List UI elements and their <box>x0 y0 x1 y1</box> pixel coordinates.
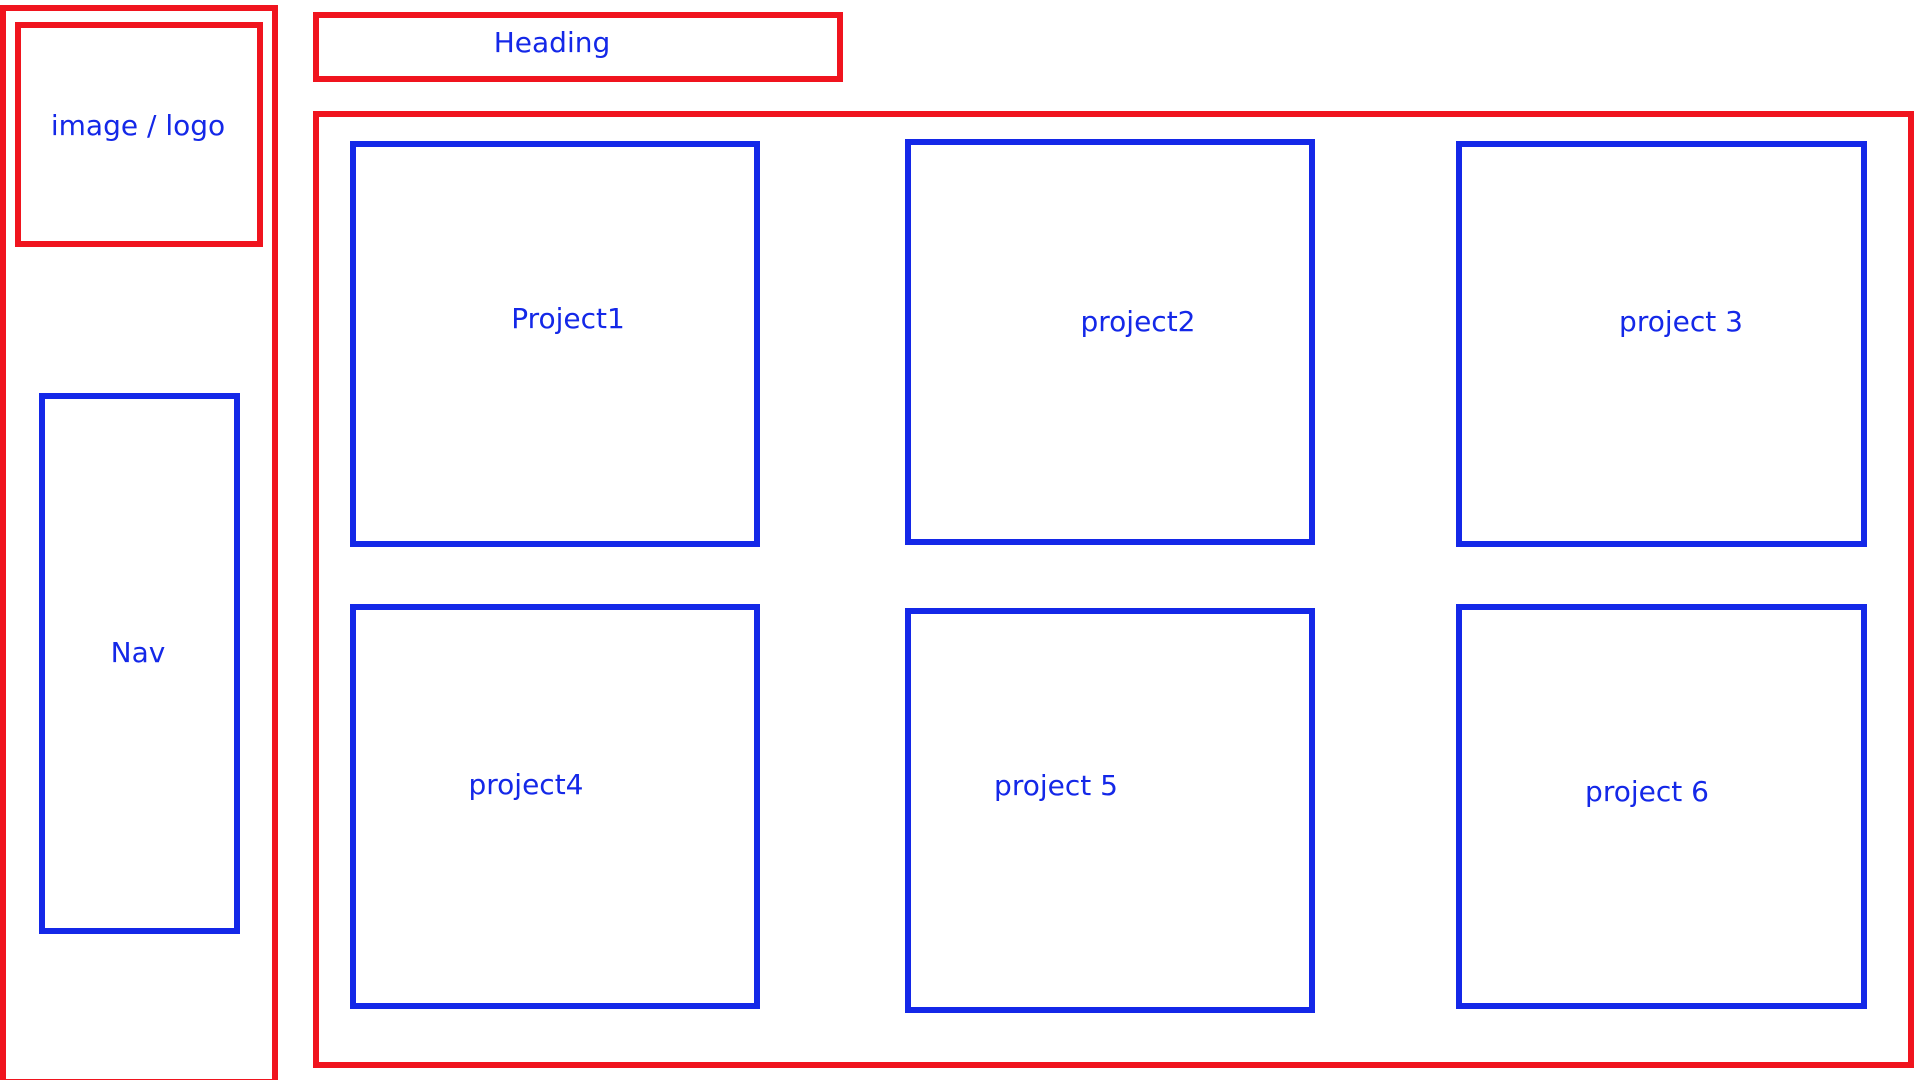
project-label-1: Project1 <box>511 302 625 335</box>
project-label-6: project 6 <box>1585 775 1709 808</box>
project-label-5: project 5 <box>994 769 1118 802</box>
project-card-5[interactable] <box>905 608 1315 1013</box>
project-label-3: project 3 <box>1619 305 1743 338</box>
logo-box <box>15 22 263 247</box>
logo-label: image / logo <box>50 109 226 142</box>
project-label-4: project4 <box>468 768 584 801</box>
heading-box <box>313 12 843 82</box>
project-card-6[interactable] <box>1456 604 1867 1009</box>
projects-container <box>313 111 1914 1068</box>
project-card-1[interactable] <box>350 141 760 547</box>
project-card-3[interactable] <box>1456 141 1867 547</box>
project-card-2[interactable] <box>905 139 1315 545</box>
nav-box[interactable] <box>39 393 240 934</box>
nav-label: Nav <box>110 636 166 669</box>
project-card-4[interactable] <box>350 604 760 1009</box>
project-label-2: project2 <box>1080 305 1196 338</box>
page-title: Heading <box>493 26 611 59</box>
